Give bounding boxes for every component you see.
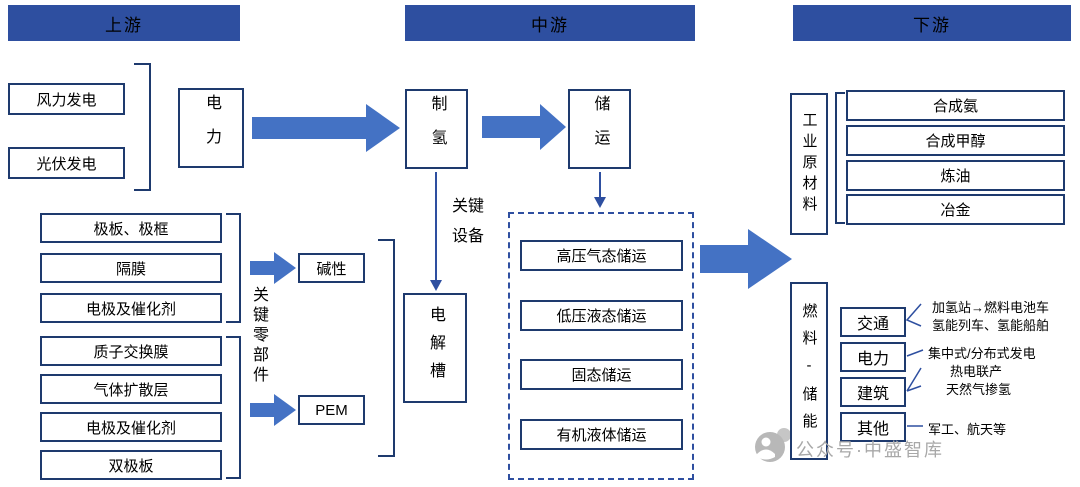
transport-note: 加氢站→燃料电池车 [932, 300, 1050, 315]
hydrogen-production-box: 制氢 [405, 89, 468, 169]
pem-arrow [250, 394, 296, 426]
industrial-item-box: 合成氨 [846, 90, 1065, 121]
upstream-header: 上游 [8, 5, 240, 41]
industrial-item-box: 炼油 [846, 160, 1065, 191]
wind-power-box: 风力发电 [8, 83, 125, 115]
key-components-label: 关键零部件 [250, 286, 267, 386]
downstream-header: 下游 [793, 5, 1071, 41]
industrial-item-box: 合成甲醇 [846, 125, 1065, 156]
storage-transport-box: 储运 [568, 89, 631, 169]
industrial-materials-box: 工业原材料 [790, 93, 828, 235]
pem-component-box: 气体扩散层 [40, 374, 222, 404]
fuel-item-box-building: 建筑 [840, 377, 906, 407]
other-note: 军工、航天等 [928, 422, 1007, 437]
pem-components-bracket [226, 336, 241, 479]
fuel-storage-box: 燃料-储能 [790, 282, 828, 460]
storage-methods-panel [508, 212, 694, 480]
power-notes-connector [906, 349, 924, 357]
watermark-text: 公众号·中盛智库 [796, 440, 944, 460]
alkaline-component-box: 电极及催化剂 [40, 293, 222, 323]
transport-note: 氢能列车、氢能船舶 [932, 318, 1050, 333]
storage-method-box: 有机液体储运 [520, 419, 683, 450]
alkaline-component-box: 极板、极框 [40, 213, 222, 243]
pem-component-box: 质子交换膜 [40, 336, 222, 366]
pem-component-box: 双极板 [40, 450, 222, 480]
industrial-materials-label: 工业原材料 [800, 111, 818, 217]
fuel-item-box-transport: 交通 [840, 307, 906, 337]
storage-method-box: 高压气态储运 [520, 240, 683, 271]
hydrogen-to-storage-arrow [482, 104, 566, 150]
building-note: 热电联产 [950, 364, 1003, 379]
midstream-header: 中游 [405, 5, 695, 41]
storage-method-box: 固态储运 [520, 359, 683, 390]
fuel-item-box-power: 电力 [840, 342, 906, 372]
industrial-items-bracket [835, 92, 845, 224]
storage-method-box: 低压液态储运 [520, 300, 683, 331]
hydrogen-production-label: 制氢 [428, 95, 446, 163]
electricity-to-hydrogen-arrow [252, 104, 400, 152]
key-equipment-label: 关键设备 [451, 198, 484, 245]
electricity-label: 电力 [203, 94, 220, 162]
power-note: 集中式/分布式发电 [928, 346, 1036, 361]
alkaline-box: 碱性 [298, 253, 365, 283]
storage-transport-label: 储运 [591, 95, 609, 163]
industrial-item-box: 冶金 [846, 194, 1065, 225]
building-note: 天然气掺氢 [946, 382, 1012, 397]
fuel-item-box-other: 其他 [840, 412, 906, 442]
alkaline-component-box: 隔膜 [40, 253, 222, 283]
pem-component-box: 电极及催化剂 [40, 412, 222, 442]
alkaline-components-bracket [226, 213, 241, 323]
hydrogen-to-electrolyzer-arrowhead [430, 280, 442, 291]
building-notes-connector-1 [906, 367, 922, 392]
power-sources-bracket [134, 63, 151, 191]
solar-power-box: 光伏发电 [8, 147, 125, 179]
electrolyzer-bracket [378, 239, 395, 457]
fuel-storage-label: 燃料-储能 [800, 302, 818, 440]
electricity-box: 电力 [178, 88, 244, 168]
watermark-icon [755, 428, 791, 462]
storage-down-arrowhead [594, 197, 606, 208]
transport-notes-connector [905, 303, 922, 327]
alkaline-arrow [250, 252, 296, 284]
electrolyzer-box: 电解槽 [403, 293, 467, 403]
electrolyzer-label: 电解槽 [427, 306, 444, 390]
pem-box: PEM [298, 395, 365, 425]
building-notes-connector-2 [906, 385, 922, 392]
storage-to-downstream-arrow [700, 229, 792, 289]
